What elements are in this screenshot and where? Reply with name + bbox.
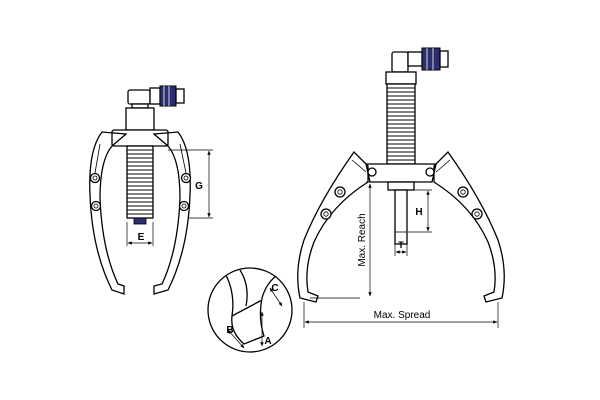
label-g: G <box>195 181 203 192</box>
label-t: T <box>398 240 404 250</box>
dimension-max-spread <box>303 302 499 328</box>
label-a: A <box>264 336 271 347</box>
dimension-e <box>126 222 154 246</box>
right-cylinder-head <box>385 71 417 85</box>
jaw-tip-detail <box>207 267 293 353</box>
right-puller-drawing <box>297 47 505 303</box>
left-cylinder-body <box>126 145 154 225</box>
label-max-spread: Max. Spread <box>374 310 431 321</box>
dimension-g <box>168 149 213 219</box>
left-puller-left-arm <box>89 131 128 295</box>
dimension-h <box>408 189 432 233</box>
dimension-max-reach <box>310 181 376 299</box>
label-c: C <box>271 283 278 294</box>
left-puller-right-arm <box>152 131 191 295</box>
right-cylinder-body <box>386 83 416 165</box>
right-puller-right-arm <box>433 150 505 303</box>
right-yoke <box>365 163 437 183</box>
label-e: E <box>138 232 145 243</box>
label-max-reach: Max. Reach <box>357 213 368 266</box>
left-hydraulic-fitting <box>127 85 185 109</box>
right-ram <box>394 189 408 245</box>
left-cylinder-head <box>125 107 155 131</box>
label-b: B <box>226 325 233 336</box>
right-hydraulic-fitting <box>391 47 449 73</box>
label-h: H <box>415 207 422 218</box>
left-puller-drawing <box>89 85 192 295</box>
dimension-t <box>394 244 408 256</box>
